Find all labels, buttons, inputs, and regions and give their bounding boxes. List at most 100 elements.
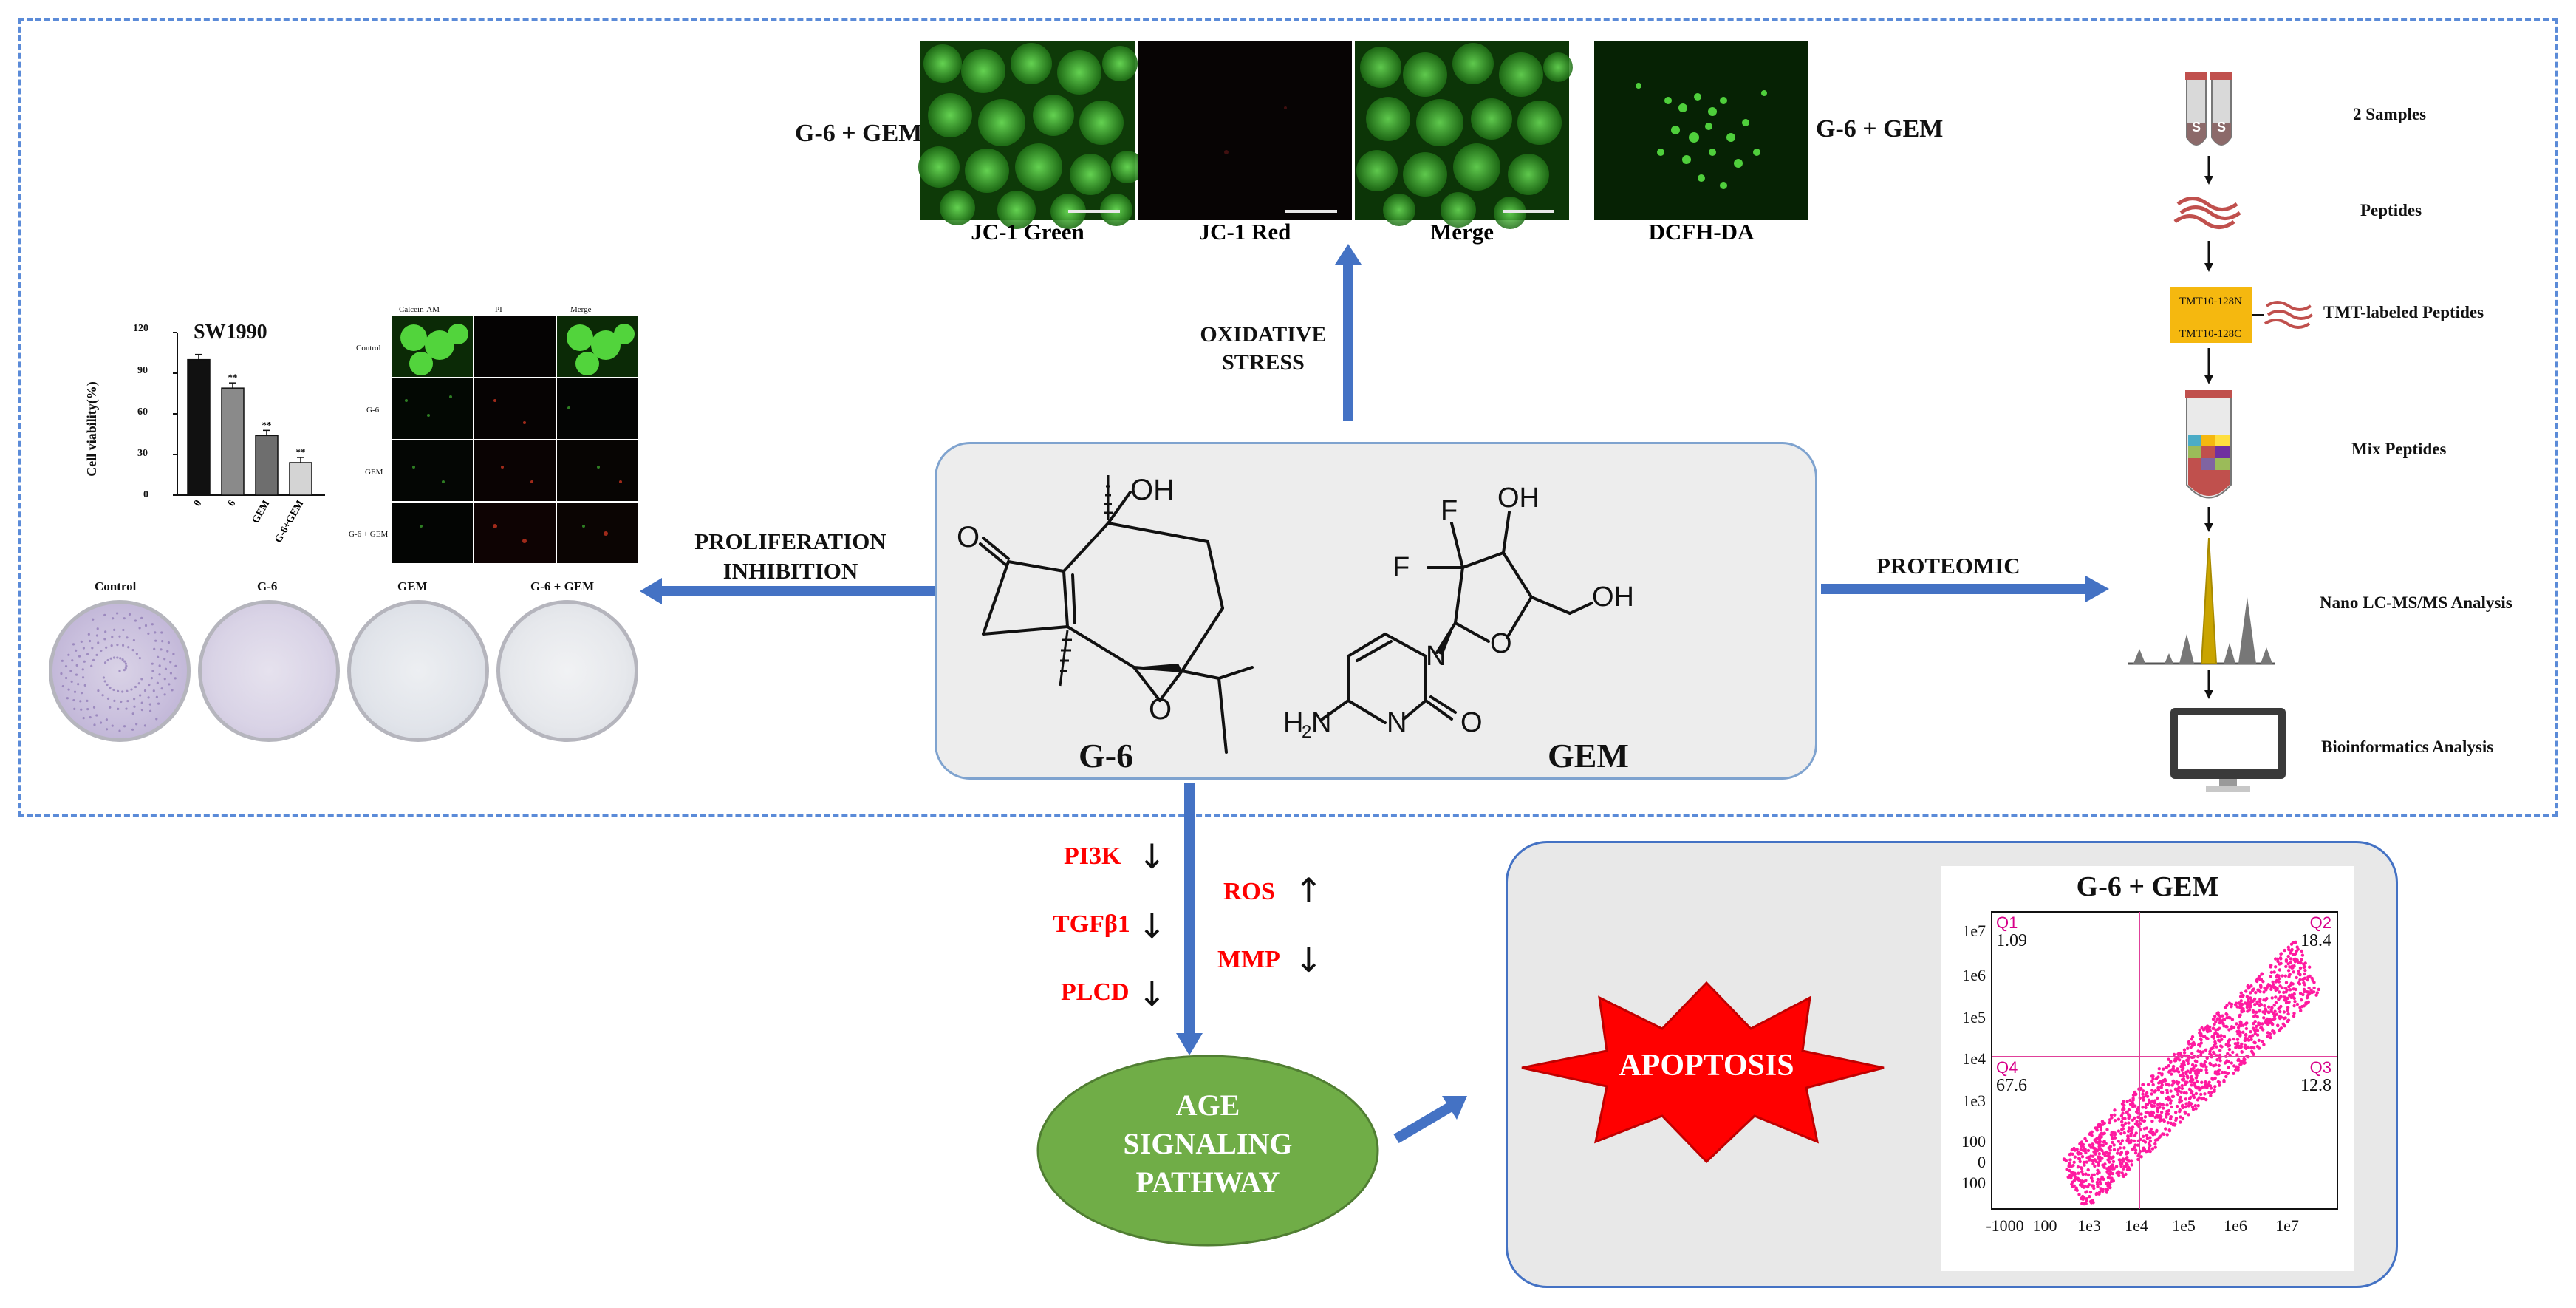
flow-event	[2240, 1010, 2244, 1014]
flow-xtick: 1e7	[2275, 1216, 2299, 1235]
flow-event	[2272, 1004, 2276, 1007]
flow-event	[2279, 961, 2283, 965]
flow-event	[2136, 1107, 2139, 1111]
flow-event	[2312, 981, 2316, 984]
flow-event	[2227, 1047, 2232, 1052]
ytick-60: 60	[137, 406, 148, 418]
flow-event	[2069, 1152, 2073, 1156]
flow-event	[2110, 1116, 2114, 1120]
flow-event	[2173, 1059, 2177, 1063]
flow-event	[2125, 1100, 2129, 1103]
colony-spot	[115, 612, 119, 615]
flow-event	[2282, 1010, 2286, 1014]
colony-spot	[119, 657, 122, 660]
flow-event	[2196, 1049, 2200, 1053]
flow-event	[2279, 952, 2283, 956]
flow-event	[2282, 990, 2286, 995]
flow-event	[2096, 1177, 2100, 1182]
flow-event	[2153, 1115, 2157, 1120]
colony-spot	[70, 680, 73, 683]
flow-event	[2217, 1063, 2221, 1068]
flow-event	[2151, 1077, 2155, 1081]
flow-event	[2078, 1159, 2082, 1164]
flow-event	[2266, 1020, 2270, 1023]
plcd-down-arrow: ↓	[1138, 974, 1166, 1014]
flow-event	[2297, 969, 2301, 973]
flow-event	[2174, 1111, 2178, 1114]
flow-event	[2245, 1005, 2249, 1009]
colony-spot	[103, 661, 107, 664]
colony-spot	[106, 683, 109, 687]
flow-event	[2265, 1017, 2269, 1021]
flow-event	[2277, 977, 2281, 981]
flow-event	[2119, 1151, 2123, 1155]
flow-event	[2259, 1026, 2263, 1030]
flow-ytick: 100	[1961, 1132, 1986, 1151]
flow-event	[2100, 1176, 2104, 1179]
flow-event	[2299, 1009, 2303, 1012]
flow-event	[2227, 1028, 2231, 1032]
flow-event	[2120, 1120, 2124, 1124]
flow-event	[2120, 1102, 2125, 1106]
colony-spot	[135, 653, 138, 655]
flow-event	[2150, 1120, 2154, 1123]
flow-event	[2170, 1083, 2174, 1087]
flow-event	[2090, 1176, 2094, 1180]
flow-event	[2257, 1023, 2261, 1027]
flow-event	[2122, 1123, 2125, 1128]
flow-event	[2244, 1036, 2247, 1040]
flow-event	[2214, 1028, 2218, 1032]
flow-event	[2090, 1134, 2094, 1137]
jc1-red-label: JC-1 Red	[1198, 219, 1291, 245]
flow-event	[2277, 1006, 2281, 1011]
colony-spot	[131, 728, 134, 731]
colony-spot	[75, 673, 78, 676]
flow-event	[2201, 1085, 2204, 1089]
flow-event	[2197, 1043, 2201, 1046]
flow-event	[2231, 1050, 2235, 1055]
flow-event	[2085, 1156, 2089, 1159]
flow-event	[2261, 980, 2265, 984]
flow-event	[2119, 1158, 2122, 1162]
flow-event	[2205, 1071, 2209, 1074]
flow-event	[2141, 1106, 2145, 1109]
colony-spot	[72, 643, 75, 646]
proliferation-label-2: INHIBITION	[722, 558, 858, 584]
colony-spot	[82, 717, 85, 720]
colony-spot	[140, 678, 143, 681]
svg-text:O: O	[1490, 628, 1512, 659]
svg-text:OH: OH	[1497, 483, 1540, 514]
flow-event	[2166, 1121, 2170, 1125]
colony-spot	[140, 701, 143, 704]
colony-spot	[140, 709, 144, 712]
flow-event	[2309, 988, 2313, 992]
flow-event	[2160, 1073, 2164, 1077]
flow-event	[2156, 1109, 2160, 1114]
flow-event	[2149, 1127, 2153, 1131]
flow-event	[2286, 954, 2290, 958]
flow-event	[2132, 1139, 2136, 1143]
flow-event	[2073, 1172, 2077, 1176]
flow-event	[2249, 1038, 2253, 1041]
flow-event	[2253, 1014, 2258, 1018]
flow-event	[2283, 998, 2287, 1002]
flow-event	[2144, 1094, 2148, 1098]
gem-name: GEM	[1548, 737, 1629, 774]
quadrant-value-q4: 67.6	[1996, 1076, 2027, 1095]
flow-event	[2216, 1035, 2220, 1038]
flow-event	[2196, 1068, 2200, 1072]
flow-event	[2222, 1024, 2226, 1028]
flow-event	[2250, 1051, 2255, 1055]
flow-event	[2188, 1088, 2192, 1092]
flow-event	[2131, 1125, 2135, 1129]
flow-event	[2261, 1022, 2264, 1026]
flow-event	[2187, 1104, 2190, 1108]
flow-event	[2086, 1173, 2091, 1177]
flow-event	[2198, 1028, 2201, 1032]
flow-event	[2194, 1107, 2198, 1111]
flow-event	[2098, 1190, 2102, 1194]
flow-event	[2234, 1068, 2238, 1072]
colony-spot	[109, 657, 112, 660]
colony-spot	[121, 644, 125, 647]
flow-event	[2180, 1086, 2184, 1091]
